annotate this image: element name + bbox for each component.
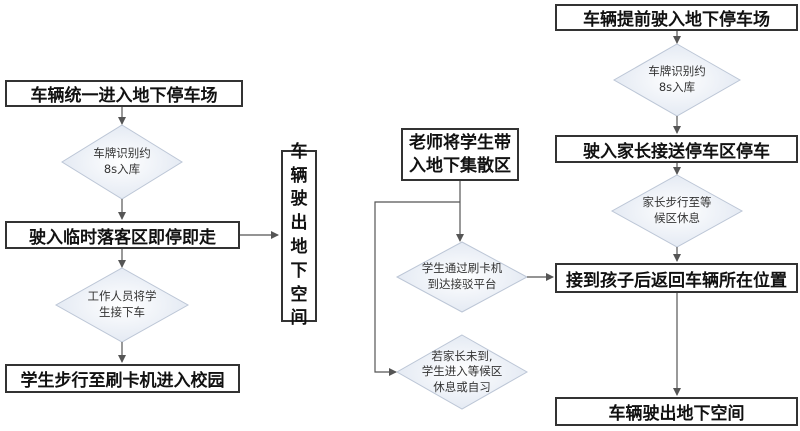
box-vehicle-exit-vertical: 车 辆 驶 出 地 下 空 间 bbox=[281, 142, 317, 328]
box-teacher-to-gathering: 老师将学生带 入地下集散区 bbox=[401, 128, 519, 181]
decision-diamond-waiting bbox=[395, 334, 529, 410]
label-waiting-line3: 休息或自习 bbox=[433, 379, 491, 394]
arrow-teacher-to-waiting bbox=[374, 201, 460, 376]
label-plate-left-line2: 8s入库 bbox=[103, 162, 141, 176]
exit-char-7: 空 bbox=[290, 284, 308, 305]
exit-char-5: 地 bbox=[290, 237, 308, 257]
label-card-reader-line1: 学生通过刷卡机 bbox=[421, 261, 503, 276]
box-temporary-drop-zone: 驶入临时落客区即停即走 bbox=[5, 221, 240, 249]
label-parent-walk-line2: 候区休息 bbox=[654, 211, 700, 225]
exit-char-1: 车 bbox=[290, 141, 308, 162]
exit-char-8: 间 bbox=[290, 308, 308, 329]
label-staff-left-line2: 生接下车 bbox=[99, 305, 145, 319]
label-waiting-line2: 学生进入等候区 bbox=[421, 364, 503, 379]
exit-char-6: 下 bbox=[290, 260, 308, 281]
label-staff-left-line1: 工作人员将学 bbox=[87, 289, 157, 304]
label-waiting-area: 若家长未到, 学生进入等候区 休息或自习 bbox=[407, 347, 517, 397]
exit-char-2: 辆 bbox=[290, 165, 308, 186]
box-student-walk-to-campus: 学生步行至刷卡机进入校园 bbox=[5, 364, 240, 393]
label-card-reader-line2: 到达接驳平台 bbox=[427, 277, 497, 291]
teacher-line1: 老师将学生带 bbox=[409, 133, 511, 154]
exit-char-4: 出 bbox=[290, 213, 308, 234]
box-return-to-vehicle: 接到孩子后返回车辆所在位置 bbox=[555, 263, 798, 293]
label-plate-right-line1: 车牌识别约 bbox=[648, 64, 706, 79]
label-card-reader: 学生通过刷卡机 到达接驳平台 bbox=[407, 259, 517, 295]
label-staff-left: 工作人员将学 生接下车 bbox=[70, 287, 174, 323]
box-parent-pickup-parking: 驶入家长接送停车区停车 bbox=[555, 135, 798, 163]
label-plate-left: 车牌识别约 8s入库 bbox=[72, 144, 172, 180]
box-vehicle-exit-right: 车辆驶出地下空间 bbox=[555, 397, 798, 426]
teacher-line2: 入地下集散区 bbox=[409, 155, 511, 176]
label-parent-walk-line1: 家长步行至等 bbox=[642, 195, 712, 210]
box-vehicles-enter-early: 车辆提前驶入地下停车场 bbox=[555, 4, 798, 31]
label-parent-walk: 家长步行至等 候区休息 bbox=[625, 193, 729, 229]
label-plate-right-line2: 8s入库 bbox=[658, 80, 696, 94]
label-plate-left-line1: 车牌识别约 bbox=[93, 146, 151, 161]
box-vehicles-enter-garage: 车辆统一进入地下停车场 bbox=[5, 80, 243, 107]
label-plate-right: 车牌识别约 8s入库 bbox=[627, 62, 727, 98]
label-waiting-line1: 若家长未到, bbox=[431, 348, 493, 363]
exit-char-3: 驶 bbox=[290, 189, 308, 210]
decision-diamond-card-reader bbox=[395, 241, 529, 313]
